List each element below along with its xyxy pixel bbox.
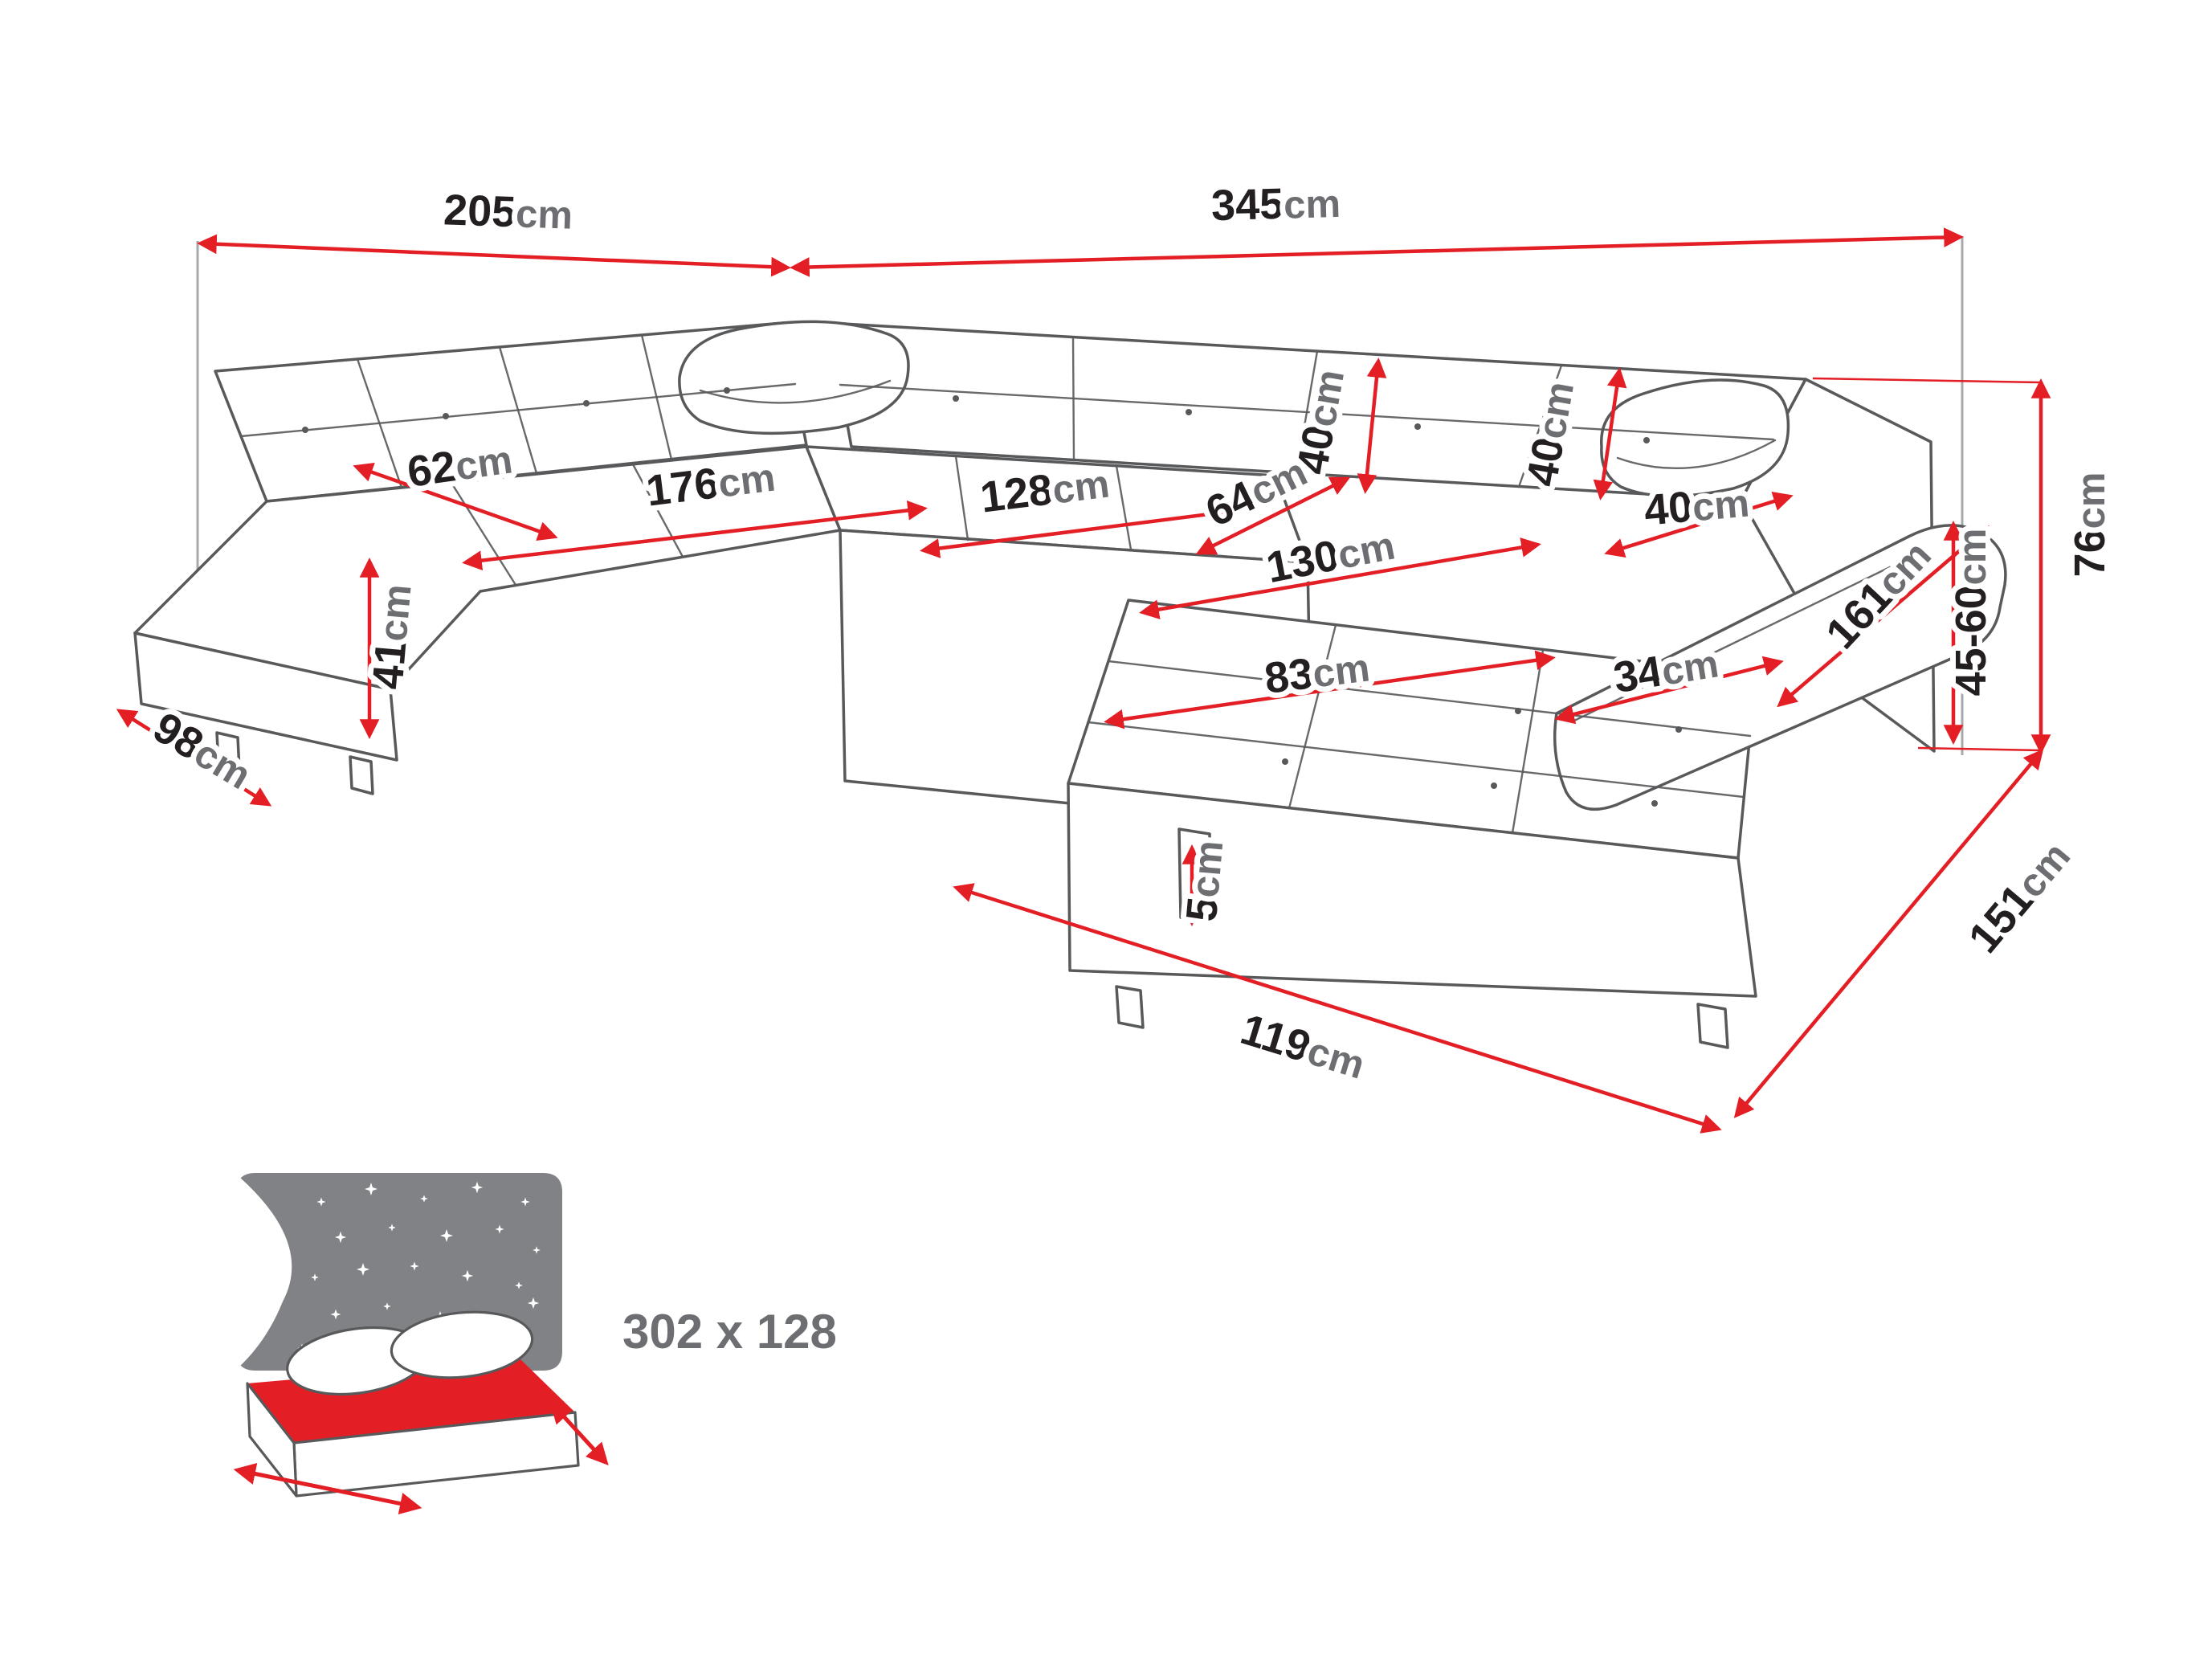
dimension-line-151 [1733, 749, 2044, 1118]
dimension-label-151: 151cm [1960, 832, 2079, 962]
pillow-left-crease [699, 379, 892, 404]
leader-line-76-top [1812, 377, 2042, 384]
pillow-right-crease [1616, 439, 1777, 469]
pillow-right [1600, 378, 1790, 498]
dimension-line-40-backrest-middle [1357, 358, 1387, 494]
dimension-line-98 [116, 709, 272, 807]
dimension-label-40-pillow: 40cm [1643, 477, 1752, 534]
dimension-line-83 [1104, 650, 1556, 729]
dimension-label-wall-left: 205cm [443, 186, 573, 239]
dimension-label-wall-right: 345cm [1210, 178, 1341, 230]
dimension-line-128 [920, 503, 1239, 558]
dimension-line-34 [1554, 656, 1784, 725]
bed-pillow-right [390, 1310, 534, 1379]
sleeping-function-icon: 302 x 128 [231, 1171, 837, 1515]
leader-line-76-bottom [1917, 746, 2042, 752]
dimension-label-5: 5cm [1177, 839, 1233, 924]
dimension-line-40-pillow [1604, 492, 1794, 558]
dimension-label-128: 128cm [977, 459, 1112, 522]
chaise-left-front [133, 631, 398, 762]
sofa-outline [133, 320, 2007, 1049]
dimension-line-130 [1139, 537, 1541, 619]
dimension-label-119: 119cm [1235, 1005, 1371, 1089]
sleeping-size-label: 302 x 128 [622, 1305, 837, 1359]
backrest-left [214, 321, 808, 503]
bed-depth-arrow [549, 1400, 609, 1466]
dimension-line-wall-left [197, 234, 791, 277]
dimension-line-wall-right [790, 227, 1964, 277]
dimension-label-41: 41cm [363, 582, 420, 692]
bed-width-arrow [233, 1462, 422, 1515]
dimension-line-176 [462, 501, 928, 570]
dimension-label-76: 76cm [2066, 472, 2114, 578]
moon-swoosh [231, 1171, 292, 1374]
dimension-line-40-backrest-right [1593, 367, 1627, 501]
dimension-label-45-60: 45-60cm [1947, 529, 1995, 697]
dimension-line-119 [953, 883, 1722, 1134]
pillow-left [678, 320, 910, 435]
dimension-lines [116, 227, 2051, 1134]
